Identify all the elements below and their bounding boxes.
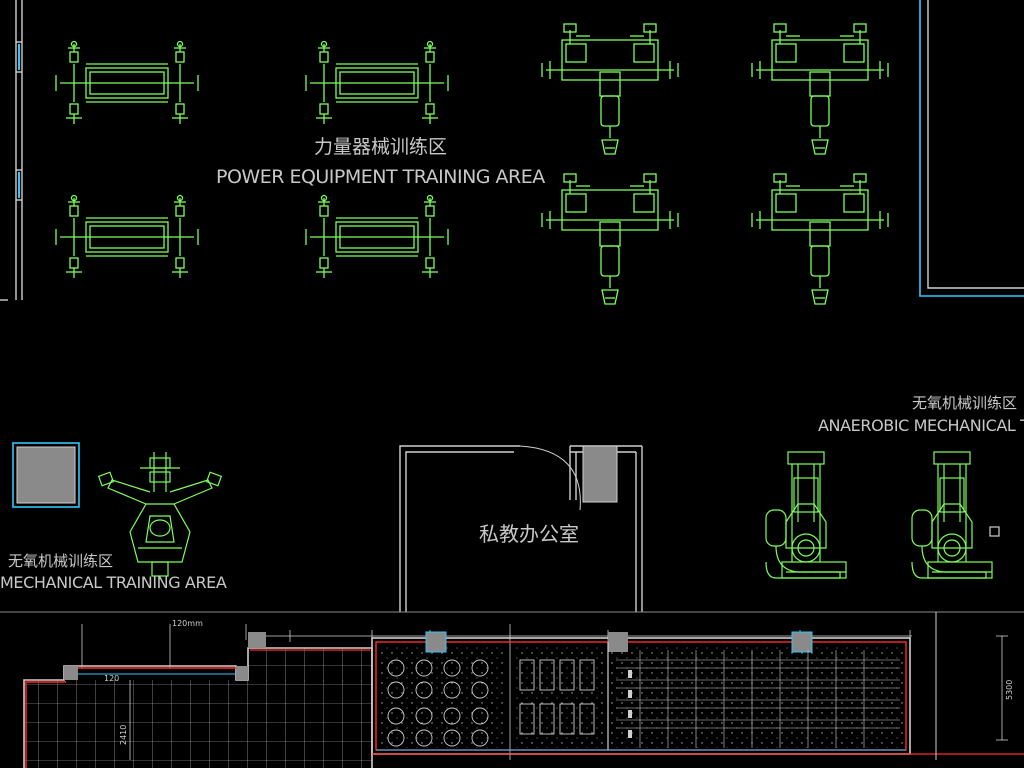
structural-column-left	[12, 442, 80, 508]
dim-text-1: 120	[104, 674, 119, 683]
anaerobic-machine-1	[765, 451, 847, 579]
dim-text-3: 2410	[119, 725, 128, 745]
bench-station-4	[751, 173, 889, 305]
anaerobic-left-cn-label: 无氧机械训练区	[8, 552, 114, 570]
dim-text-2: 120mm	[172, 619, 203, 628]
power-zone-cn-label: 力量器械训练区	[314, 136, 448, 158]
bench-station-1	[541, 23, 679, 155]
power-rack-4	[305, 194, 449, 279]
grip-marker	[989, 526, 1000, 537]
anaerobic-zone-en-label: ANAEROBIC MECHANICAL TRA	[818, 416, 1024, 435]
anaerobic-machine-2	[911, 451, 993, 579]
power-rack-1	[55, 40, 199, 125]
office-label: 私教办公室	[479, 522, 579, 546]
power-rack-2	[305, 40, 449, 125]
anaerobic-left-en-label: MECHANICAL TRAINING AREA	[0, 573, 227, 592]
office-column	[582, 445, 618, 503]
multi-station-machine	[98, 451, 222, 577]
dim-text-4: 5300	[1005, 680, 1014, 700]
anaerobic-zone-cn-label: 无氧机械训练区	[912, 394, 1018, 412]
right-wall	[919, 0, 1024, 297]
left-wall	[0, 0, 23, 301]
bench-station-3	[541, 173, 679, 305]
bench-station-2	[751, 23, 889, 155]
lower-plan	[23, 612, 1024, 768]
power-rack-3	[55, 194, 199, 279]
power-zone-en-label: POWER EQUIPMENT TRAINING AREA	[216, 166, 545, 188]
